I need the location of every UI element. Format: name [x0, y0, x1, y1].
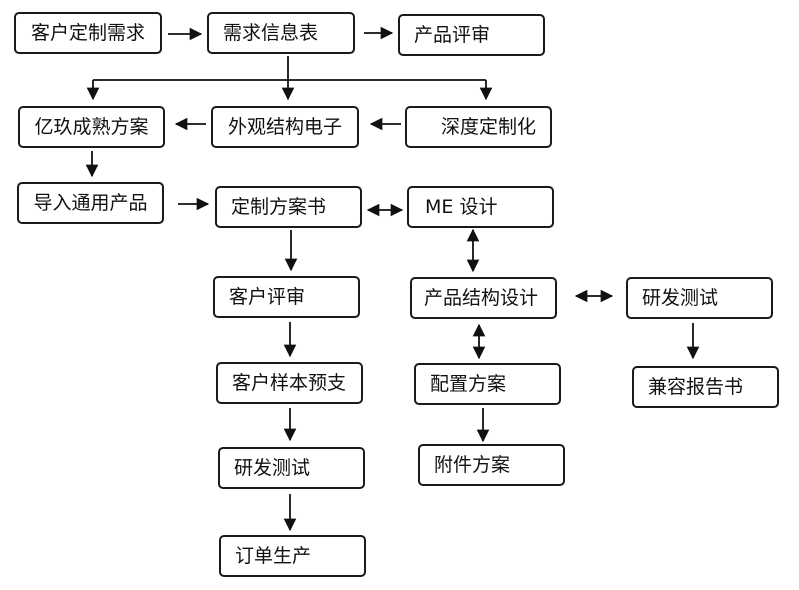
node-label: 研发测试	[642, 286, 719, 309]
node-yijiu-mature-solution: 亿玖成熟方案	[18, 106, 165, 148]
node-compatibility-report: 兼容报告书	[632, 366, 779, 408]
node-requirement-info-sheet: 需求信息表	[207, 12, 355, 54]
node-label: 客户样本预支	[232, 371, 347, 394]
node-customer-sample-advance: 客户样本预支	[216, 362, 363, 404]
node-customer-review: 客户评审	[213, 276, 360, 318]
node-label: 产品结构设计	[424, 286, 539, 309]
node-label: 亿玖成熟方案	[34, 115, 149, 138]
node-label: 导入通用产品	[33, 191, 148, 214]
node-label: 附件方案	[434, 453, 511, 476]
node-label: 外观结构电子	[227, 115, 342, 138]
node-order-production: 订单生产	[219, 535, 366, 577]
node-rd-testing: 研发测试	[218, 447, 365, 489]
node-label: 深度定制化	[441, 115, 537, 138]
node-label: 订单生产	[235, 544, 312, 567]
node-label: 兼容报告书	[648, 375, 744, 398]
node-label: 定制方案书	[231, 195, 327, 218]
node-import-generic-product: 导入通用产品	[17, 182, 164, 224]
node-configuration-plan: 配置方案	[414, 363, 561, 405]
node-me-design: ME 设计	[407, 186, 554, 228]
node-appearance-structure-electronics: 外观结构电子	[211, 106, 359, 148]
node-customer-requirements: 客户定制需求	[14, 12, 162, 54]
node-label: 客户评审	[229, 285, 306, 308]
node-rd-testing-right: 研发测试	[626, 277, 773, 319]
node-label: ME 设计	[425, 195, 498, 218]
node-customization-plan-doc: 定制方案书	[215, 186, 362, 228]
node-label: 客户定制需求	[30, 21, 145, 44]
node-label: 研发测试	[234, 456, 311, 479]
node-product-structure-design: 产品结构设计	[410, 277, 557, 319]
node-product-review: 产品评审	[398, 14, 545, 56]
node-accessory-plan: 附件方案	[418, 444, 565, 486]
node-label: 需求信息表	[223, 21, 319, 44]
node-deep-customization: 深度定制化	[405, 106, 552, 148]
node-label: 产品评审	[414, 23, 491, 46]
node-label: 配置方案	[430, 372, 507, 395]
